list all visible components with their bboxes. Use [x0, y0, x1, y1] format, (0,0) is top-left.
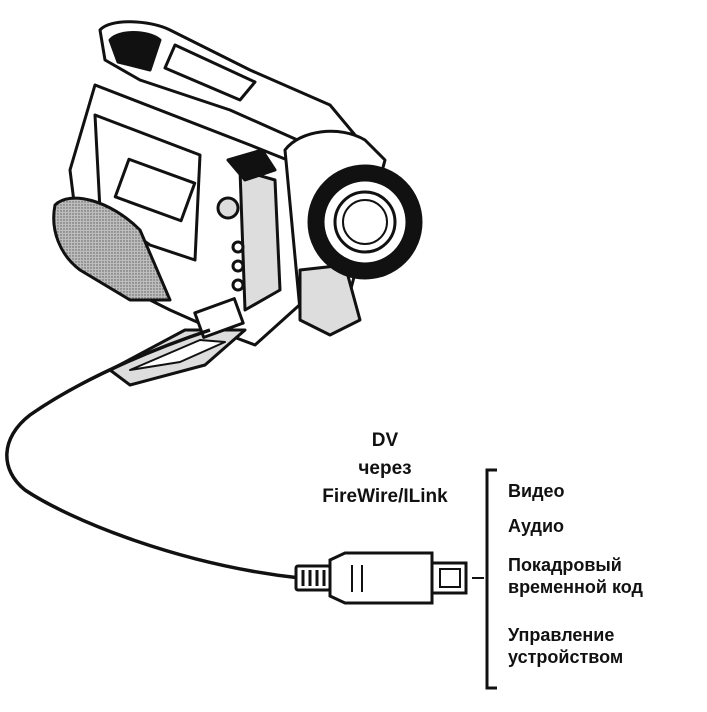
signal-video: Видео: [508, 480, 565, 502]
signal-timecode: Покадровый временной код: [508, 554, 643, 598]
camcorder: [54, 22, 421, 385]
cable-label-line3: FireWire/ILink: [305, 486, 465, 508]
signal-device-control: Управление устройством: [508, 624, 623, 668]
signal-audio: Аудио: [508, 515, 564, 537]
cable-label-line1: DV: [305, 430, 465, 452]
firewire-plug: [296, 553, 466, 603]
cable-label-line2: через: [305, 458, 465, 480]
signals-bracket: [487, 470, 497, 688]
cable-label: DV через FireWire/ILink: [305, 430, 465, 508]
